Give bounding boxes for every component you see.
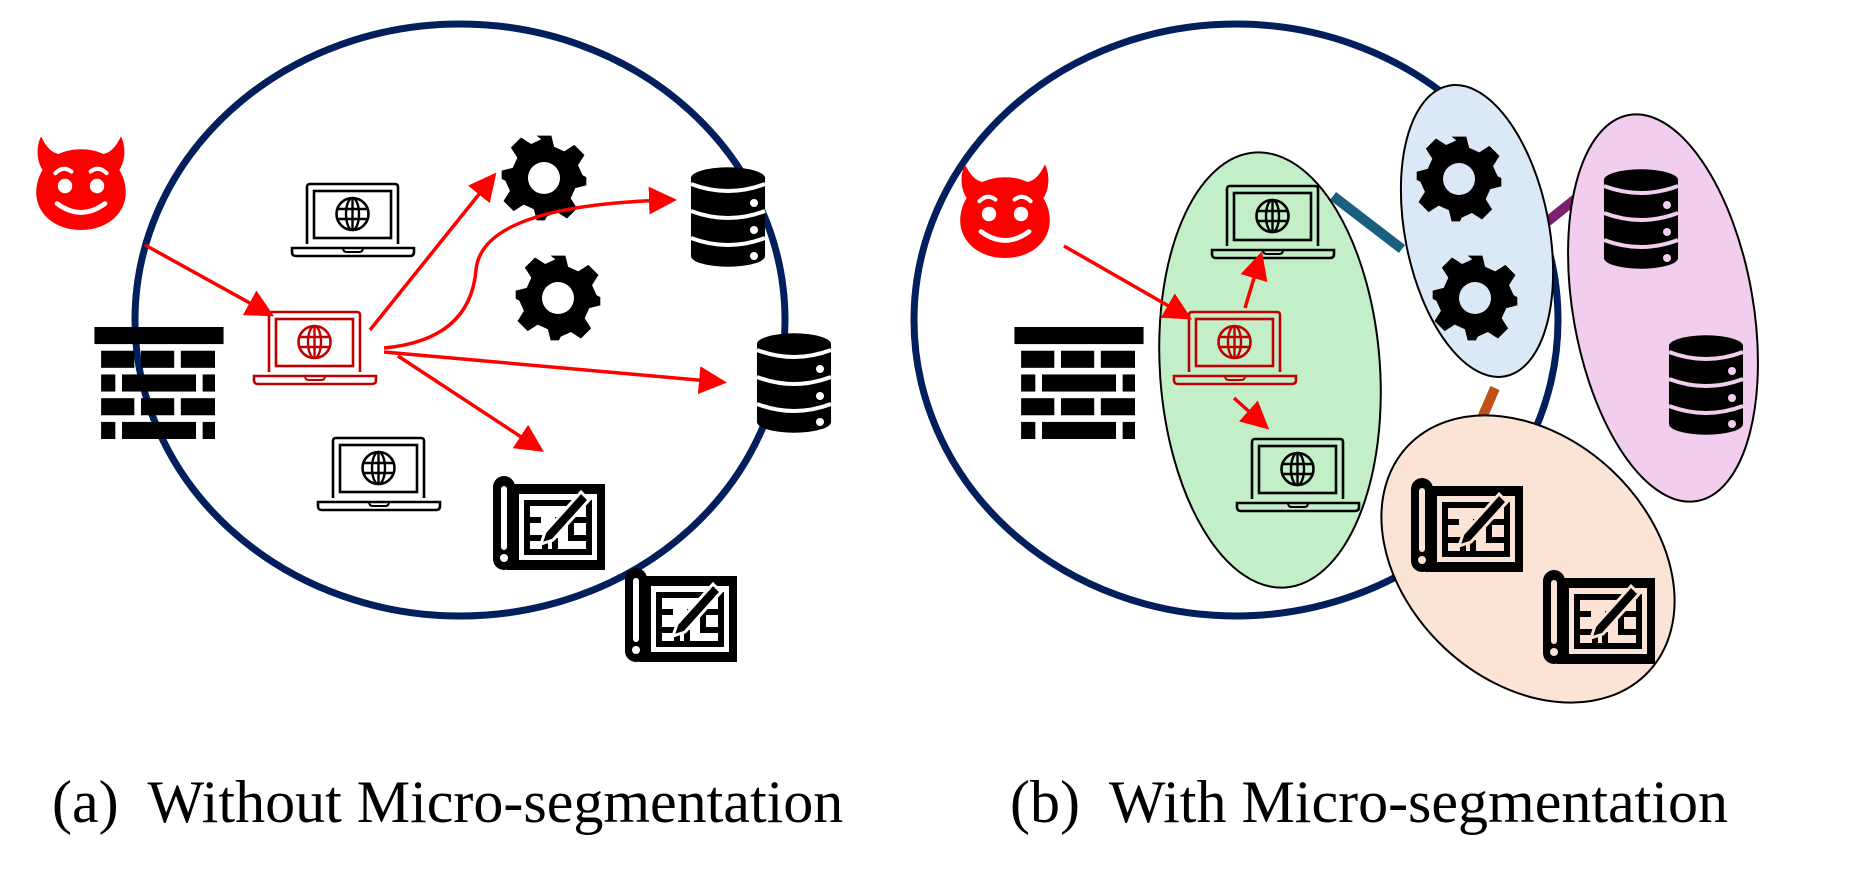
- blueprint-icon: [625, 568, 737, 662]
- laptop-icon: [316, 436, 442, 512]
- database-icon: [1668, 335, 1744, 435]
- network-perimeter: [131, 20, 789, 620]
- gear-icon: [501, 135, 587, 221]
- segment-services: [1399, 84, 1555, 378]
- attack-arrow: [1232, 396, 1270, 430]
- blueprint-icon: [1543, 570, 1655, 664]
- caption-panel-b: (b) With Micro-segmentation: [1010, 769, 1728, 835]
- segment-link-laptops-services: [1329, 192, 1406, 253]
- network-perimeter: [910, 20, 1562, 620]
- blueprint-icon: [493, 476, 605, 570]
- gear-icon: [515, 255, 601, 341]
- attack-arrow: [383, 186, 677, 350]
- gear-icon: [1432, 255, 1518, 341]
- panel-without-microsegmentation: [36, 20, 832, 662]
- database-icon: [1603, 169, 1679, 269]
- attack-arrow: [1240, 251, 1268, 309]
- blueprint-icon: [1411, 478, 1523, 572]
- segment-laptops: [1158, 151, 1382, 589]
- database-icon: [690, 167, 766, 267]
- compromised-laptop-icon: [252, 310, 378, 386]
- panel-with-microsegmentation: [910, 20, 1759, 704]
- attacker-icon: [36, 136, 126, 230]
- firewall-icon: [94, 327, 224, 439]
- attacker-icon: [960, 164, 1050, 258]
- attack-arrow: [144, 243, 275, 317]
- attack-arrow: [368, 172, 497, 332]
- laptop-icon: [290, 182, 416, 258]
- firewall-icon: [1014, 327, 1144, 439]
- attack-arrow: [397, 354, 544, 452]
- database-icon: [756, 333, 832, 433]
- caption-panel-a: (a) Without Micro-segmentation: [52, 769, 844, 835]
- attack-arrow: [383, 350, 727, 395]
- attack-arrow: [1063, 244, 1193, 320]
- attack-paths: [1063, 244, 1270, 430]
- attack-paths: [144, 172, 727, 452]
- gear-icon: [1416, 136, 1502, 222]
